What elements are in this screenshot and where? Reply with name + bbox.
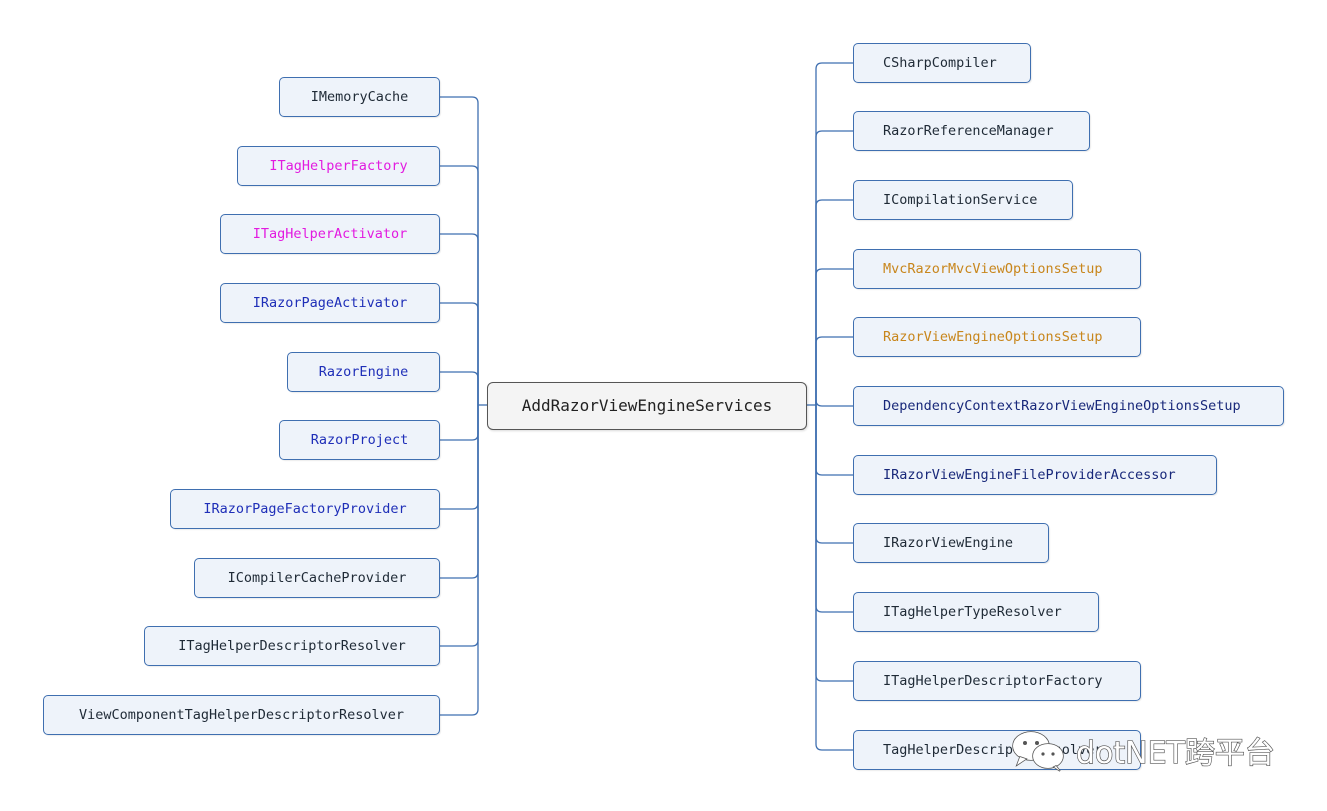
left-connector [440,165,479,405]
left-node-razorengine[interactable]: RazorEngine [287,352,440,392]
left-connector [440,405,479,647]
left-connector [440,371,479,405]
left-node-itaghelperdescriptorresolver[interactable]: ITagHelperDescriptorResolver [144,626,440,666]
left-connector [440,405,479,716]
right-connector [815,405,853,544]
right-node-irazorviewenginefileprovideraccessor[interactable]: IRazorViewEngineFileProviderAccessor [853,455,1217,495]
right-node-itaghelperdescriptorfactory[interactable]: ITagHelperDescriptorFactory [853,661,1141,701]
left-connector [440,405,479,441]
right-connector [815,405,853,751]
left-connector [440,233,479,405]
right-connector [815,399,853,407]
left-node-irazorpageactivator[interactable]: IRazorPageActivator [220,283,440,323]
right-connector [815,405,853,476]
watermark-text: dotNET跨平台 [1075,735,1275,771]
right-connector [815,199,853,405]
left-connector [440,405,479,579]
left-node-imemorycache[interactable]: IMemoryCache [279,77,440,117]
right-connector [815,62,853,405]
right-connector [815,405,853,613]
left-node-irazorpagefactoryprovider[interactable]: IRazorPageFactoryProvider [170,489,440,529]
left-node-icompilercacheprovider[interactable]: ICompilerCacheProvider [194,558,440,598]
left-connector [440,405,479,510]
wechat-logo-icon [1012,731,1064,772]
right-node-irazorviewengine[interactable]: IRazorViewEngine [853,523,1049,563]
left-connector [440,302,479,405]
right-connector [815,336,853,405]
right-node-itaghelpertyperesolver[interactable]: ITagHelperTypeResolver [853,592,1099,632]
right-node-dependencycontextrazorviewengineoptionssetup[interactable]: DependencyContextRazorViewEngineOptionsS… [853,386,1284,426]
right-node-icompilationservice[interactable]: ICompilationService [853,180,1073,220]
watermark: dotNET跨平台 [1010,728,1276,772]
root-node[interactable]: AddRazorViewEngineServices [487,382,807,430]
right-connector [815,268,853,405]
right-connector [815,130,853,405]
left-node-razorproject[interactable]: RazorProject [279,420,440,460]
left-node-viewcomponenttaghelperdescriptorresolver[interactable]: ViewComponentTagHelperDescriptorResolver [43,695,440,735]
left-node-itaghelperactivator[interactable]: ITagHelperActivator [220,214,440,254]
right-node-razorviewengineoptionssetup[interactable]: RazorViewEngineOptionsSetup [853,317,1141,357]
left-node-itaghelperfactory[interactable]: ITagHelperFactory [237,146,440,186]
right-node-csharpcompiler[interactable]: CSharpCompiler [853,43,1031,83]
left-connector [440,96,479,405]
right-node-razorreferencemanager[interactable]: RazorReferenceManager [853,111,1090,151]
right-node-mvcrazormvcviewoptionssetup[interactable]: MvcRazorMvcViewOptionsSetup [853,249,1141,289]
